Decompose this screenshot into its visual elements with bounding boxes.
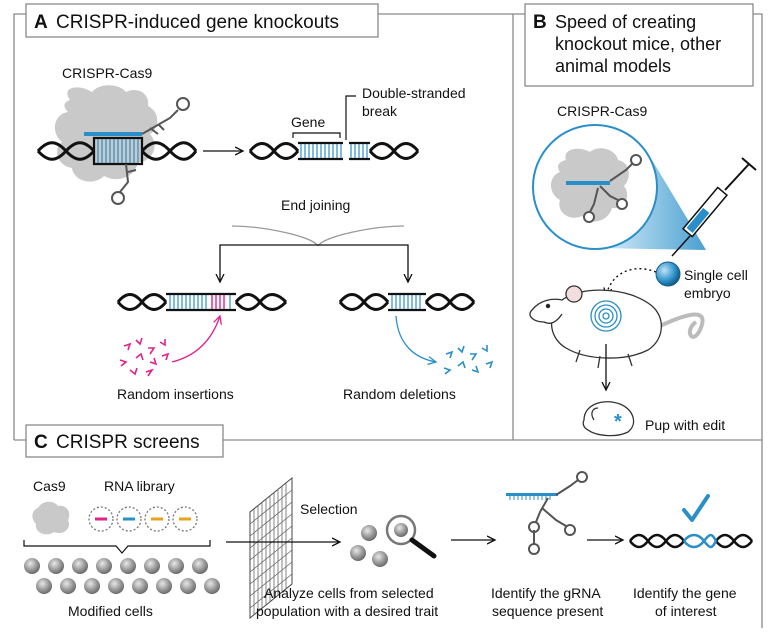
guide-rna-zoom	[566, 181, 610, 185]
grna-label-line1: Identify the gRNA	[491, 585, 601, 601]
dna-rungs-cas9	[97, 139, 139, 163]
syringe	[671, 157, 757, 257]
guide-rna-zoom-hairpins	[583, 154, 642, 223]
deletion-arrow	[395, 315, 436, 362]
guide-rna-strand	[84, 132, 142, 136]
embryo-label-line1: Single cell	[684, 267, 748, 283]
asterisk-icon: *	[614, 411, 622, 433]
panel-b-title-line1: Speed of creating	[555, 12, 696, 32]
grna-label-line2: sequence present	[492, 603, 603, 619]
break-label-line2: break	[362, 103, 398, 119]
end-joining-label: End joining	[281, 197, 350, 213]
gene-label-line2: of interest	[655, 603, 717, 619]
cas9-label-a: CRISPR-Cas9	[62, 65, 152, 81]
gene-label-line1: Identify the gene	[633, 585, 737, 601]
panel-a-title-box	[25, 3, 379, 38]
dna-helix-insertion	[116, 292, 288, 312]
panel-b-title-box	[524, 3, 754, 87]
selected-cells	[350, 525, 388, 567]
panel-b: B Speed of creating knockout mice, other…	[524, 3, 757, 437]
mouse-illustration	[529, 285, 705, 369]
dna-helix-break	[248, 141, 420, 161]
insertion-fragments	[119, 337, 170, 377]
end-joining-arrows	[220, 244, 408, 282]
target-gene-dna	[628, 533, 754, 549]
dotted-injection-arrow	[606, 268, 657, 296]
analyze-label-line1: Analyze cells from selected	[264, 585, 434, 601]
cas9-label-c: Cas9	[33, 478, 66, 494]
single-cell-embryo	[655, 261, 681, 287]
modified-cells-label: Modified cells	[68, 603, 153, 619]
gene-label: Gene	[291, 114, 325, 130]
rna-library-label: RNA library	[104, 478, 175, 494]
guide-rna-hairpins	[111, 97, 190, 205]
gene-bracket	[292, 132, 341, 138]
end-joining-brace	[231, 225, 405, 247]
target-gene-segment	[682, 533, 718, 549]
pup-illustration	[582, 401, 635, 437]
cas9-label-b: CRISPR-Cas9	[557, 103, 647, 119]
cas9-protein-small	[32, 501, 70, 535]
deletion-gene-rungs	[391, 295, 421, 309]
dna-helix-cas9	[36, 136, 198, 166]
checkmark-icon	[682, 494, 710, 522]
panel-a: A CRISPR-induced gene knockouts CRISPR-C…	[25, 3, 494, 402]
break-label-line1: Double-stranded	[362, 85, 466, 101]
library-bracket	[23, 540, 211, 554]
target-rings	[590, 300, 622, 332]
panel-c-title: CRISPR screens	[56, 432, 200, 453]
insertion-arrow	[171, 316, 220, 363]
panel-c-letter: C	[34, 432, 48, 453]
panel-a-letter: A	[34, 12, 48, 33]
magnifier-icon	[385, 514, 437, 559]
dna-helix-deletion	[338, 292, 476, 312]
deletion-fragments	[443, 345, 494, 375]
insertions-label: Random insertions	[117, 386, 234, 402]
panel-c-title-box	[25, 424, 224, 458]
analyze-label-line2: population with a desired trait	[256, 603, 438, 619]
insertion-gene-rungs	[169, 295, 231, 309]
selection-label: Selection	[300, 501, 358, 517]
modified-cells-grid	[24, 558, 220, 594]
break-gap	[343, 140, 349, 162]
break-leader-line	[345, 95, 356, 140]
selection-mesh	[249, 476, 293, 620]
rna-library-particles	[88, 506, 198, 532]
panel-b-title-line2: knockout mice, other	[555, 34, 721, 54]
panel-b-title-line3: animal models	[555, 56, 671, 76]
panel-c: C CRISPR screens Cas9 RNA library Modifi…	[23, 424, 754, 620]
embryo-label-line2: embryo	[684, 285, 731, 301]
insertion-rungs	[211, 295, 225, 309]
deletions-label: Random deletions	[343, 386, 456, 402]
panel-b-letter: B	[533, 12, 547, 33]
panel-a-title: CRISPR-induced gene knockouts	[56, 12, 339, 33]
grna-structure	[506, 471, 588, 555]
gene-rungs	[300, 144, 368, 158]
pup-label: Pup with edit	[645, 417, 725, 433]
